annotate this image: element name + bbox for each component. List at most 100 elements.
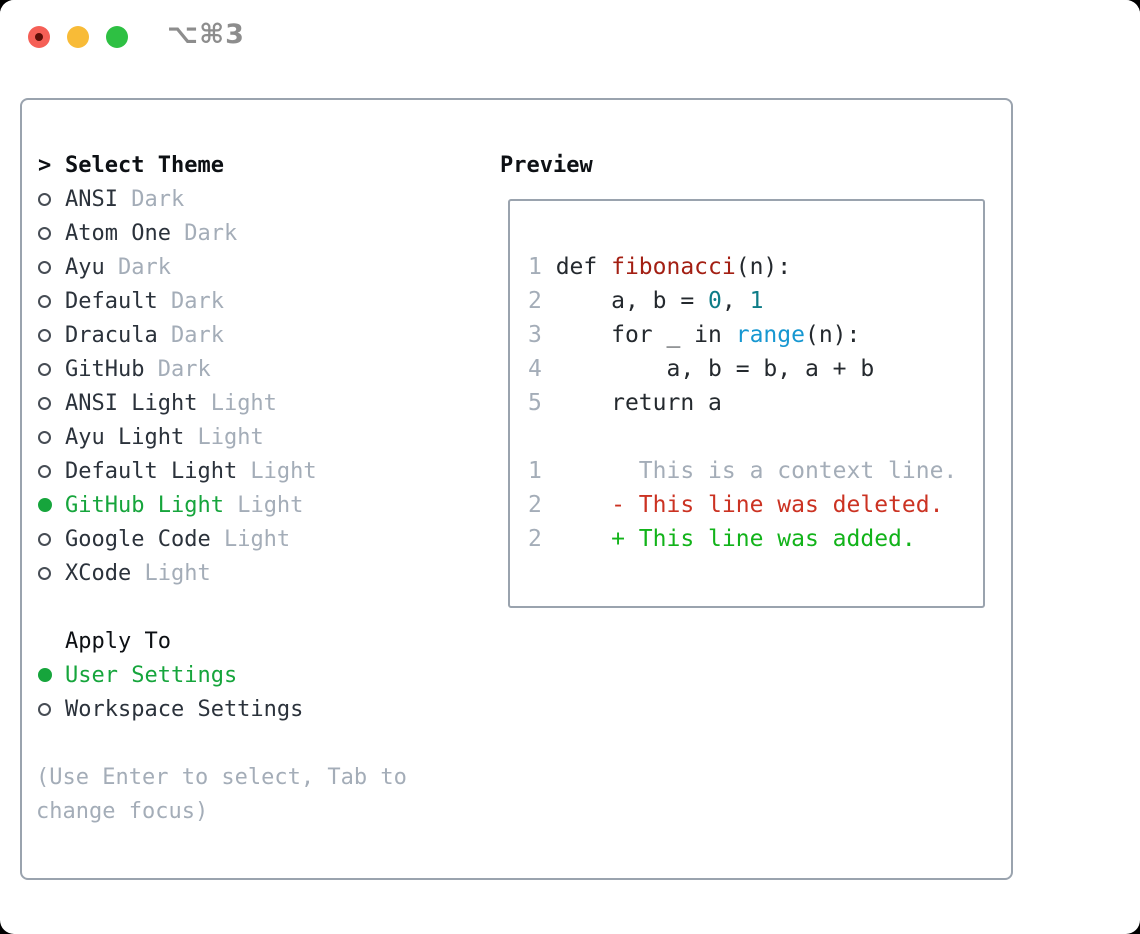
preview-span-builtin: range xyxy=(735,322,805,348)
apply-to-header: Apply To xyxy=(36,624,476,658)
preview-span-literal: 1 xyxy=(749,288,764,314)
theme-variant-badge: Light xyxy=(237,458,317,484)
preview-span-linenum: 1 xyxy=(528,458,542,484)
preview-span-code: a, b = b, a + b xyxy=(555,356,875,382)
theme-variant-badge: Dark xyxy=(157,322,224,348)
theme-option-ansi-light[interactable]: ANSI Light Light xyxy=(36,386,476,420)
apply-to-title: Apply To xyxy=(65,628,171,654)
radio-icon xyxy=(36,362,65,376)
radio-icon xyxy=(36,260,65,274)
theme-variant-badge: Dark xyxy=(170,220,238,246)
theme-option-default-light[interactable]: Default Light Light xyxy=(36,454,476,488)
theme-option-github-light[interactable]: GitHub Light Light xyxy=(36,488,476,522)
radio-icon xyxy=(36,566,65,580)
radio-icon xyxy=(36,396,65,410)
preview-span-code: (n): xyxy=(804,322,861,348)
preview-line: 2 - This line was deleted. xyxy=(528,488,983,522)
theme-variant-badge: Light xyxy=(184,424,264,450)
preview-line: 5 return a xyxy=(528,386,983,420)
preview-line: 4 a, b = b, a + b xyxy=(528,352,983,386)
apply-option-label: Workspace Settings xyxy=(65,696,304,722)
radio-icon xyxy=(36,430,65,444)
select-theme-title: Select Theme xyxy=(65,152,224,178)
theme-name: ANSI Light xyxy=(65,390,198,416)
focus-caret-icon: > xyxy=(38,152,52,178)
preview-span-linenum: 2 xyxy=(528,492,542,518)
spacer-row xyxy=(36,726,476,760)
zoom-button[interactable] xyxy=(106,26,128,48)
theme-name: Default Light xyxy=(65,458,238,484)
theme-option-ayu-light[interactable]: Ayu Light Light xyxy=(36,420,476,454)
preview-span-literal: 0 xyxy=(708,288,722,314)
window-shortcut-label: ⌥⌘3 xyxy=(167,19,245,50)
theme-name: GitHub Light xyxy=(65,492,224,518)
theme-variant-badge: Light xyxy=(210,526,291,552)
preview-span-linenum: 4 xyxy=(528,356,556,382)
radio-icon xyxy=(36,226,65,240)
apply-option-label: User Settings xyxy=(65,662,238,688)
theme-name: Ayu xyxy=(65,254,105,280)
radio-selected-icon xyxy=(36,498,65,512)
preview-line: 1 This is a context line. xyxy=(528,454,983,488)
minimize-button[interactable] xyxy=(67,26,89,48)
preview-line: 3 for _ in range(n): xyxy=(528,318,983,352)
radio-icon xyxy=(36,192,65,206)
keyboard-hint: (Use Enter to select, Tab to change focus… xyxy=(36,760,476,828)
theme-name: ANSI xyxy=(65,186,118,212)
preview-span-linenum: 3 xyxy=(528,322,556,348)
spacer-row xyxy=(36,590,476,624)
preview-span-code: (n): xyxy=(735,254,792,280)
radio-icon xyxy=(36,328,65,342)
close-button[interactable] xyxy=(28,26,50,48)
theme-name: Dracula xyxy=(65,322,158,348)
theme-option-dracula[interactable]: Dracula Dark xyxy=(36,318,476,352)
theme-name: Google Code xyxy=(65,526,211,552)
preview-line: 2 a, b = 0, 1 xyxy=(528,284,983,318)
preview-span-code xyxy=(542,526,611,552)
preview-span-code: , xyxy=(721,288,750,314)
theme-variant-badge: Dark xyxy=(144,356,211,382)
preview-line: 2 + This line was added. xyxy=(528,522,983,556)
theme-name: GitHub xyxy=(65,356,145,382)
theme-variant-badge: Light xyxy=(197,390,277,416)
apply-option-user-settings[interactable]: User Settings xyxy=(36,658,476,692)
radio-icon xyxy=(36,294,65,308)
radio-icon xyxy=(36,464,65,478)
theme-option-github[interactable]: GitHub Dark xyxy=(36,352,476,386)
theme-variant-badge: Dark xyxy=(117,186,185,212)
theme-option-ayu[interactable]: Ayu Dark xyxy=(36,250,476,284)
preview-span-linenum: 2 xyxy=(528,526,542,552)
preview-span-linenum: 2 xyxy=(528,288,556,314)
preview-span-linenum: 1 xyxy=(528,254,556,280)
theme-option-atom-one[interactable]: Atom One Dark xyxy=(36,216,476,250)
theme-name: Ayu Light xyxy=(65,424,185,450)
radio-icon xyxy=(36,702,65,716)
preview-span-deleted: - This line was deleted. xyxy=(611,492,944,518)
preview-span-code: for _ in xyxy=(555,322,736,348)
theme-option-default[interactable]: Default Dark xyxy=(36,284,476,318)
theme-option-google-code[interactable]: Google Code Light xyxy=(36,522,476,556)
theme-name: Default xyxy=(65,288,158,314)
theme-variant-badge: Light xyxy=(223,492,304,518)
apply-option-workspace-settings[interactable]: Workspace Settings xyxy=(36,692,476,726)
preview-span-code: a, b = xyxy=(555,288,709,314)
theme-option-ansi[interactable]: ANSI Dark xyxy=(36,182,476,216)
preview-span-code xyxy=(542,492,611,518)
keyboard-hint-line: (Use Enter to select, Tab to xyxy=(36,764,407,790)
radio-icon xyxy=(36,532,65,546)
titlebar: ⌥⌘3 xyxy=(0,0,1140,74)
theme-variant-badge: Light xyxy=(131,560,211,586)
keyboard-hint-line: change focus) xyxy=(36,798,209,824)
theme-option-xcode[interactable]: XCode Light xyxy=(36,556,476,590)
preview-span-context: This is a context line. xyxy=(541,458,958,484)
theme-name: Atom One xyxy=(65,220,171,246)
theme-name: XCode xyxy=(65,560,132,586)
select-theme-header: > Select Theme xyxy=(36,148,476,182)
